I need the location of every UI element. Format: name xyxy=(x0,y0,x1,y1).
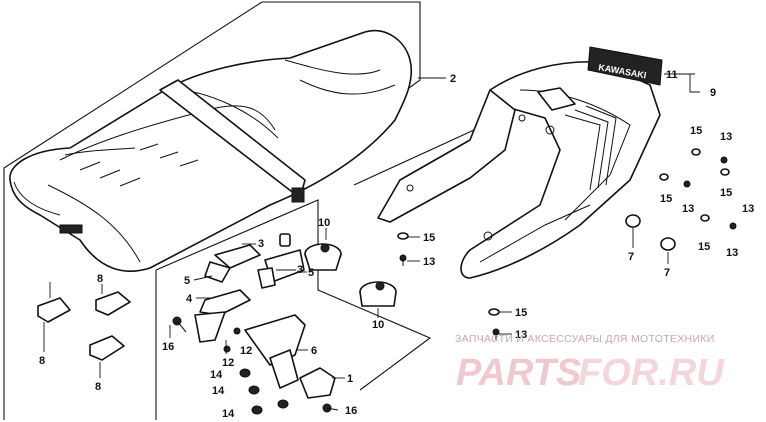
callout-8-left: 8 xyxy=(39,355,45,367)
watermark-brand-left: PARTS xyxy=(456,352,581,394)
callout-15-right: 15 xyxy=(720,187,732,199)
bracket-parts xyxy=(37,214,676,399)
callout-9: 9 xyxy=(710,87,716,99)
callout-11: 11 xyxy=(666,69,678,81)
callout-7-left: 7 xyxy=(628,251,634,263)
callout-16-left: 16 xyxy=(162,341,174,353)
callout-8-upper: 8 xyxy=(97,273,103,285)
callout-5-right: 5 xyxy=(308,267,314,279)
callout-10-upper: 10 xyxy=(318,217,330,229)
callout-16-lower: 16 xyxy=(345,405,357,417)
callout-7-right: 7 xyxy=(664,267,670,279)
callout-15-top: 15 xyxy=(690,125,702,137)
leader-lines xyxy=(43,73,700,379)
fasteners xyxy=(172,148,737,415)
tail-cowl xyxy=(377,60,661,279)
callout-12-right: 12 xyxy=(240,345,252,357)
callout-14-mid: 14 xyxy=(212,385,225,397)
callout-4: 4 xyxy=(186,293,193,305)
callout-5-left: 5 xyxy=(184,275,190,287)
callout-10-lower: 10 xyxy=(372,319,384,331)
callout-13-bottom: 13 xyxy=(726,247,738,259)
callout-13-top: 13 xyxy=(720,131,732,143)
callout-15-lower: 15 xyxy=(515,307,527,319)
watermark: ЗАПЧАСТИ И АКСЕССУАРЫ ДЛЯ МОТОТЕХНИКИ PA… xyxy=(455,333,725,394)
callout-14-lower: 14 xyxy=(222,408,235,420)
callout-12-left: 12 xyxy=(222,357,234,369)
callout-3-upper: 3 xyxy=(258,238,264,250)
watermark-brand-right: FOR.RU xyxy=(578,352,725,394)
callout-6: 6 xyxy=(311,345,317,357)
callout-13-left: 13 xyxy=(423,256,435,268)
watermark-subtitle: ЗАПЧАСТИ И АКСЕССУАРЫ ДЛЯ МОТОТЕХНИКИ xyxy=(455,333,715,345)
callout-14-upper: 14 xyxy=(210,369,223,381)
callout-13-right: 13 xyxy=(742,203,754,215)
callout-2: 2 xyxy=(450,73,456,85)
callout-13-mid: 13 xyxy=(682,203,694,215)
callout-15-left: 15 xyxy=(423,232,435,244)
callout-labels: 2 11 9 3 3 5 5 4 10 10 6 1 8 8 8 16 16 1… xyxy=(39,69,754,420)
callout-15-mid: 15 xyxy=(660,193,672,205)
callout-1: 1 xyxy=(347,373,353,385)
seat-assembly xyxy=(9,29,413,272)
callout-15-bottom: 15 xyxy=(698,241,710,253)
callout-8-lower: 8 xyxy=(95,381,101,393)
callout-3-right: 3 xyxy=(297,264,303,276)
callout-13-lower: 13 xyxy=(515,329,527,341)
